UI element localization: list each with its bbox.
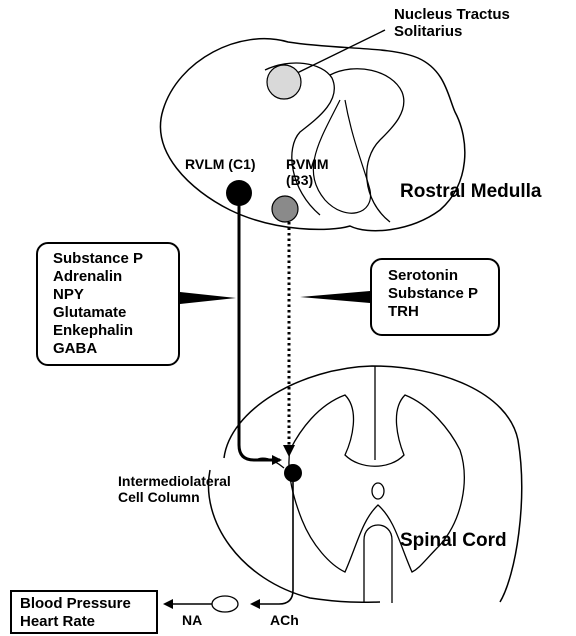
- rvlm-transmitter: Glutamate: [53, 304, 178, 322]
- central-canal: [372, 483, 384, 499]
- rvmm-label-line-2: (B3): [286, 172, 329, 188]
- rvmm-transmitter-box: Serotonin Substance P TRH: [370, 258, 500, 336]
- na-label: NA: [182, 612, 202, 628]
- medulla-inner-curve-right: [330, 69, 404, 222]
- output-box: Blood Pressure Heart Rate: [10, 590, 158, 634]
- nts-pointer-line: [293, 30, 385, 75]
- spinal-cord-ventral: [208, 470, 380, 602]
- iml-label-line-2: Cell Column: [118, 489, 231, 505]
- rvlm-label: RVLM (C1): [185, 156, 256, 172]
- spinal-cord-outline: [224, 366, 522, 602]
- rvmm-transmitter: Substance P: [388, 285, 498, 303]
- rvmm-transmitter: Serotonin: [388, 267, 498, 285]
- rvlm-transmitter: Substance P: [53, 250, 178, 268]
- iml-label-line-1: Intermediolateral: [118, 473, 231, 489]
- ventral-median-fissure: [364, 525, 392, 603]
- rvmm-transmitter-pointer: [300, 291, 370, 303]
- output-heart-rate: Heart Rate: [20, 613, 156, 631]
- rvlm-transmitter: GABA: [53, 340, 178, 358]
- preganglionic-fiber: [252, 482, 293, 604]
- rvlm-transmitter: Adrenalin: [53, 268, 178, 286]
- rvlm-pathway: [239, 200, 280, 460]
- output-blood-pressure: Blood Pressure: [20, 595, 156, 613]
- rvlm-transmitter-pointer: [180, 292, 236, 304]
- iml-label: Intermediolateral Cell Column: [118, 473, 231, 505]
- nts-label: Nucleus Tractus Solitarius: [394, 6, 510, 41]
- rvmm-nucleus: [272, 196, 298, 222]
- rostral-medulla-label: Rostral Medulla: [400, 181, 541, 203]
- rvlm-transmitter-box: Substance P Adrenalin NPY Glutamate Enke…: [36, 242, 180, 366]
- rvmm-label-line-1: RVMM: [286, 156, 329, 172]
- ach-label: ACh: [270, 612, 299, 628]
- nts-nucleus: [267, 65, 301, 99]
- sympathetic-ganglion: [212, 596, 238, 612]
- nts-label-line-2: Solitarius: [394, 23, 510, 40]
- rvlm-transmitter: NPY: [53, 286, 178, 304]
- rvlm-transmitter: Enkephalin: [53, 322, 178, 340]
- rvmm-transmitter: TRH: [388, 303, 498, 321]
- rvmm-label: RVMM (B3): [286, 156, 329, 188]
- spinal-cord-label: Spinal Cord: [400, 530, 507, 552]
- nts-label-line-1: Nucleus Tractus: [394, 6, 510, 23]
- iml-neuron: [284, 464, 302, 482]
